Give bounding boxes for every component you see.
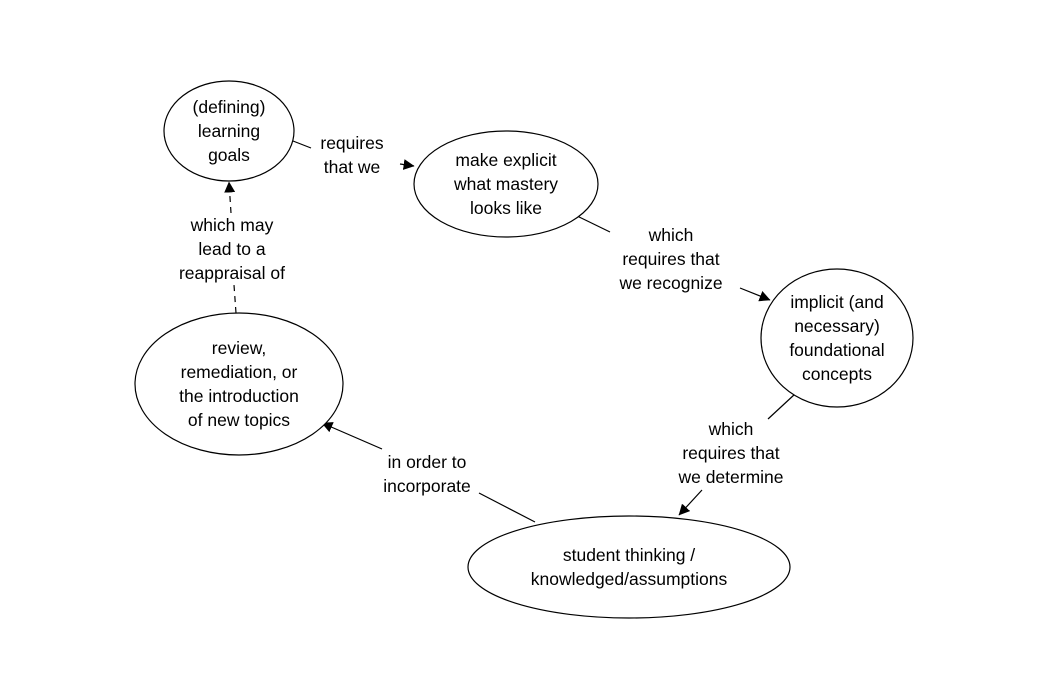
node-learning-goals: (defining) learning goals (163, 80, 295, 182)
node-label-line: necessary) (794, 316, 880, 336)
nodes-layer: (defining) learning goals make explicit what… (134, 80, 914, 619)
edge-tail-segment (572, 213, 611, 233)
edge-mastery-to-concepts (572, 213, 771, 302)
edge-label-line: which may (190, 215, 274, 235)
node-label-line: concepts (802, 364, 872, 384)
labels-layer: requires that we which requires that we reco… (179, 133, 784, 496)
node-review: review, remediation, or the introduction of… (134, 312, 344, 456)
node-student-thinking: student thinking / knowledged/assumptions (467, 515, 791, 619)
node-label-line: make explicit (455, 150, 556, 170)
edge-label-line: in order to (388, 452, 467, 472)
node-label-line: review, (212, 338, 266, 358)
node-label-line: foundational (789, 340, 884, 360)
node-label-line: implicit (and (790, 292, 883, 312)
edge-review-to-goals (224, 181, 237, 314)
edge-label-line: we determine (677, 467, 783, 487)
node-ellipse (467, 515, 791, 619)
node-label-line: of new topics (188, 410, 290, 430)
edge-thinking-to-review (321, 422, 536, 523)
edge-arrow-segment (739, 287, 771, 302)
edge-label-line: requires (320, 133, 383, 153)
node-label-line: learning (198, 121, 260, 141)
node-label-line: goals (208, 145, 250, 165)
edge-arrow-segment (678, 489, 703, 516)
edge-label-line: which (648, 225, 694, 245)
edge-label-concepts-to-thinking: which requires that we determine (677, 419, 783, 487)
node-ellipse (134, 312, 344, 456)
edge-tail-segment (292, 140, 312, 149)
node-label-line: looks like (470, 198, 542, 218)
edge-goals-to-mastery (292, 140, 415, 170)
edge-label-line: we recognize (618, 273, 722, 293)
edge-label-review-to-goals: which may lead to a reappraisal of (179, 215, 285, 283)
edge-arrow-segment (321, 422, 383, 450)
node-label-line: the introduction (179, 386, 299, 406)
edge-arrow-segment (224, 181, 236, 214)
edge-label-mastery-to-concepts: which requires that we recognize (618, 225, 722, 293)
node-ellipse (413, 130, 599, 238)
edge-label-line: reappraisal of (179, 263, 285, 283)
edge-tail-segment (767, 393, 796, 420)
node-ellipse (163, 80, 295, 182)
edge-label-line: that we (324, 157, 380, 177)
node-label-line: what mastery (453, 174, 558, 194)
edge-label-goals-to-mastery: requires that we (320, 133, 383, 177)
edge-tail-segment (233, 284, 237, 314)
edge-label-line: which (708, 419, 754, 439)
node-label-line: knowledged/assumptions (531, 569, 728, 589)
edge-label-line: requires that (622, 249, 719, 269)
edge-label-thinking-to-review: in order to incorporate (383, 452, 471, 496)
edges-layer (224, 140, 796, 523)
edge-tail-segment (478, 492, 536, 523)
edge-label-line: incorporate (383, 476, 471, 496)
edge-label-line: requires that (682, 443, 779, 463)
edge-concepts-to-thinking (678, 393, 796, 516)
node-label-line: student thinking / (563, 545, 695, 565)
node-foundational-concepts: implicit (and necessary) foundational conce… (760, 268, 914, 408)
edge-arrow-segment (399, 159, 415, 170)
node-label-line: remediation, or (181, 362, 298, 382)
edge-label-line: lead to a (198, 239, 265, 259)
node-label-line: (defining) (193, 97, 266, 117)
node-mastery: make explicit what mastery looks like (413, 130, 599, 238)
node-ellipse (760, 268, 914, 408)
